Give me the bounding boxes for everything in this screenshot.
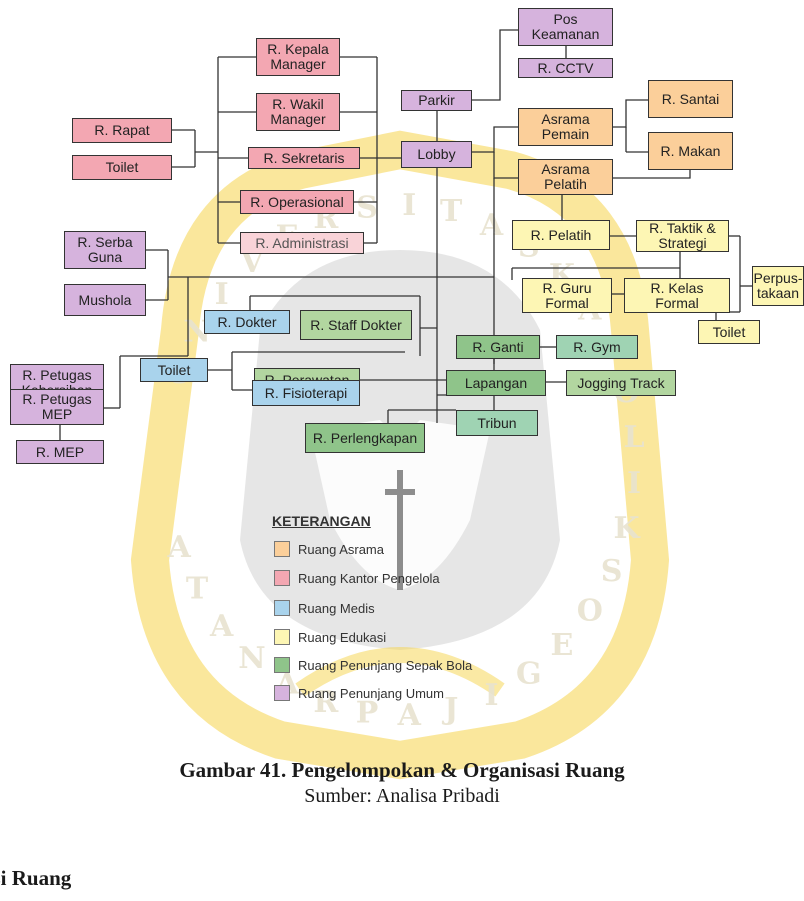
legend-label: Ruang Asrama bbox=[298, 541, 384, 557]
node-mushola: Mushola bbox=[64, 284, 146, 316]
watermark-letter: S bbox=[356, 191, 378, 226]
watermark-letter: L bbox=[623, 420, 644, 455]
node-r-kelas-formal: R. Kelas Formal bbox=[624, 278, 730, 313]
node-r-cctv: R. CCTV bbox=[518, 58, 613, 78]
watermark-letter: J bbox=[441, 692, 458, 727]
node-toilet-edukasi: Toilet bbox=[698, 320, 760, 344]
seal-lower-arc bbox=[295, 647, 505, 697]
node-parkir: Parkir bbox=[401, 90, 472, 111]
legend-swatch bbox=[274, 600, 290, 616]
legend-label: Ruang Kantor Pengelola bbox=[298, 570, 440, 586]
watermark-letter: T bbox=[186, 572, 209, 607]
node-r-kepala-manager: R. Kepala Manager bbox=[256, 38, 340, 76]
node-toilet-kantor: Toilet bbox=[72, 155, 172, 180]
node-r-petugas-mep: R. Petugas MEP bbox=[10, 389, 104, 425]
legend-label: Ruang Edukasi bbox=[298, 629, 387, 645]
watermark-letter: P bbox=[356, 696, 379, 731]
legend-item-asrama: Ruang Asrama bbox=[274, 540, 384, 558]
watermark-letter: A bbox=[167, 530, 192, 565]
legend-item-medis: Ruang Medis bbox=[274, 599, 375, 617]
watermark-letter: I bbox=[402, 188, 416, 223]
node-r-sekretaris: R. Sekretaris bbox=[248, 147, 360, 169]
watermark-letter: S bbox=[601, 554, 623, 589]
legend-swatch bbox=[274, 685, 290, 701]
watermark-letter: A bbox=[209, 609, 234, 644]
node-r-staff-dokter: R. Staff Dokter bbox=[300, 310, 412, 340]
node-pos-keamanan: Pos Keamanan bbox=[518, 8, 613, 46]
node-r-santai: R. Santai bbox=[648, 80, 733, 118]
legend-label: Ruang Penunjang Sepak Bola bbox=[298, 657, 473, 673]
node-asrama-pelatih: Asrama Pelatih bbox=[518, 159, 613, 195]
node-r-perlengkapan: R. Perlengkapan bbox=[305, 423, 425, 453]
node-toilet-medis: Toilet bbox=[140, 358, 208, 382]
node-asrama-pemain: Asrama Pemain bbox=[518, 108, 613, 146]
node-r-gym: R. Gym bbox=[556, 335, 638, 359]
node-jogging-track: Jogging Track bbox=[566, 370, 676, 396]
watermark-letter: R bbox=[313, 685, 339, 720]
node-r-ganti: R. Ganti bbox=[456, 335, 540, 359]
node-r-fisioterapi: R. Fisioterapi bbox=[252, 380, 360, 406]
watermark-letter: I bbox=[484, 678, 498, 713]
section-heading-cut: asi Ruang bbox=[0, 866, 72, 890]
watermark-letter: E bbox=[550, 628, 573, 663]
node-r-guru-formal: R. Guru Formal bbox=[522, 278, 612, 313]
legend-item-sepak-bola: Ruang Penunjang Sepak Bola bbox=[274, 656, 472, 674]
node-r-serba-guna: R. Serba Guna bbox=[64, 231, 146, 269]
watermark-letter: N bbox=[238, 641, 265, 676]
legend-swatch bbox=[274, 629, 290, 645]
legend-swatch bbox=[274, 657, 290, 673]
node-r-wakil-manager: R. Wakil Manager bbox=[256, 93, 340, 131]
watermark-letter: A bbox=[479, 208, 504, 243]
watermark-letter: G bbox=[516, 656, 542, 691]
legend-item-umum: Ruang Penunjang Umum bbox=[274, 684, 444, 702]
node-lobby: Lobby bbox=[401, 141, 472, 168]
node-r-operasional: R. Operasional bbox=[240, 190, 354, 214]
node-lapangan: Lapangan bbox=[446, 370, 546, 396]
legend-item-edukasi: Ruang Edukasi bbox=[274, 628, 386, 646]
legend-label: Ruang Penunjang Umum bbox=[298, 685, 444, 701]
node-r-pelatih: R. Pelatih bbox=[512, 220, 610, 250]
watermark-letter: I bbox=[215, 277, 229, 312]
figure-caption-source: Sumber: Analisa Pribadi bbox=[304, 785, 500, 807]
legend-title: KETERANGAN bbox=[272, 513, 371, 529]
legend-label: Ruang Medis bbox=[298, 600, 375, 616]
watermark-letter: K bbox=[613, 511, 640, 546]
node-r-mep: R. MEP bbox=[16, 440, 104, 464]
legend-swatch bbox=[274, 541, 290, 557]
watermark-letter: I bbox=[627, 466, 641, 501]
legend-item-kantor: Ruang Kantor Pengelola bbox=[274, 569, 440, 587]
watermark-letter: T bbox=[440, 194, 463, 229]
node-r-taktik-strategi: R. Taktik & Strategi bbox=[636, 220, 729, 252]
watermark-letter: O bbox=[577, 593, 603, 628]
node-r-dokter: R. Dokter bbox=[204, 310, 290, 334]
node-perpustakaan: Perpus- takaan bbox=[752, 266, 804, 306]
watermark-letter: A bbox=[397, 698, 422, 733]
legend-swatch bbox=[274, 570, 290, 586]
node-r-administrasi: R. Administrasi bbox=[240, 232, 364, 254]
figure-caption-title: Gambar 41. Pengelompokan & Organisasi Ru… bbox=[179, 758, 625, 782]
node-r-makan: R. Makan bbox=[648, 132, 733, 170]
node-r-rapat: R. Rapat bbox=[72, 118, 172, 143]
node-tribun: Tribun bbox=[456, 410, 538, 436]
